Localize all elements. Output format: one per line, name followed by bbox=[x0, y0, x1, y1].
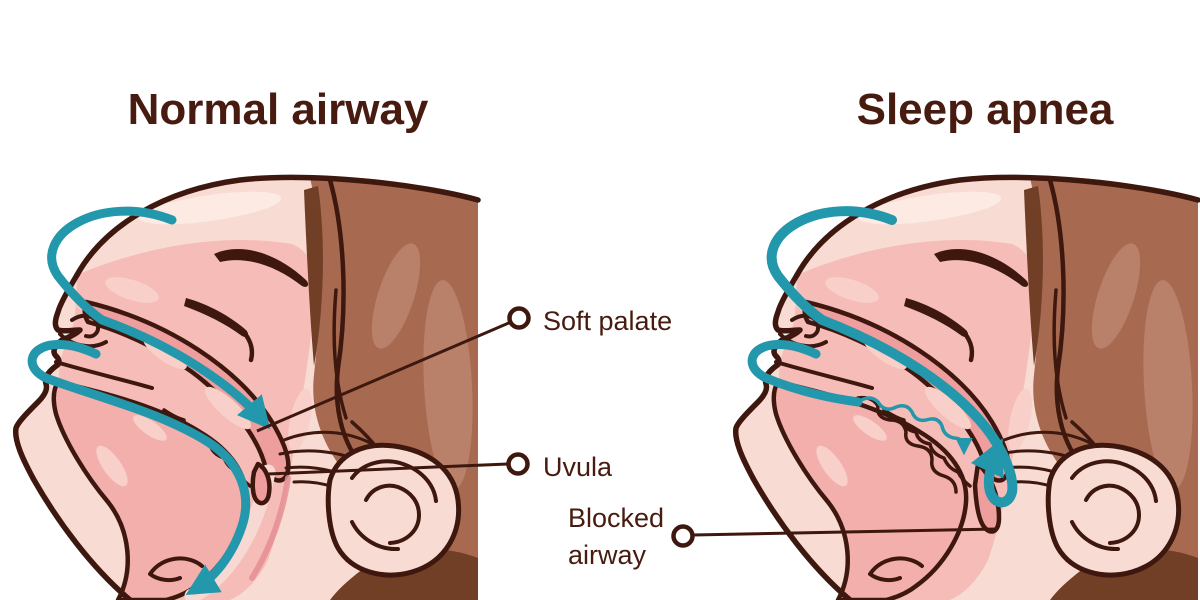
blocked-airflow-uturn-arrow bbox=[766, 206, 1018, 508]
uvula-leader-dot bbox=[506, 452, 530, 476]
panel-sleep-apnea bbox=[736, 177, 1198, 600]
label-soft-palate: Soft palate bbox=[543, 306, 673, 336]
label-uvula: Uvula bbox=[543, 452, 613, 482]
uvula-shape bbox=[250, 461, 272, 506]
panel-normal-airway bbox=[16, 177, 478, 600]
turbulent-airflow-squiggle bbox=[856, 396, 973, 456]
pharynx-back-wall bbox=[249, 475, 291, 581]
blocked-airway-leader-dot bbox=[671, 524, 695, 548]
title-sleep-apnea: Sleep apnea bbox=[856, 85, 1114, 134]
vibration-wavy-line bbox=[856, 395, 958, 494]
nasal-airflow-arrow bbox=[47, 206, 271, 430]
label-blocked-airway: Blocked airway bbox=[568, 503, 665, 570]
oral-airflow-entry bbox=[747, 340, 863, 407]
title-normal-airway: Normal airway bbox=[127, 85, 429, 134]
soft-palate-leader-line bbox=[256, 320, 512, 433]
uvula-leader-line bbox=[267, 462, 509, 476]
blocked-airway-leader-line bbox=[692, 527, 998, 537]
oral-airflow-arrow bbox=[27, 340, 251, 596]
soft-palate-leader-dot bbox=[507, 306, 531, 330]
annotation-leaders bbox=[256, 306, 998, 548]
